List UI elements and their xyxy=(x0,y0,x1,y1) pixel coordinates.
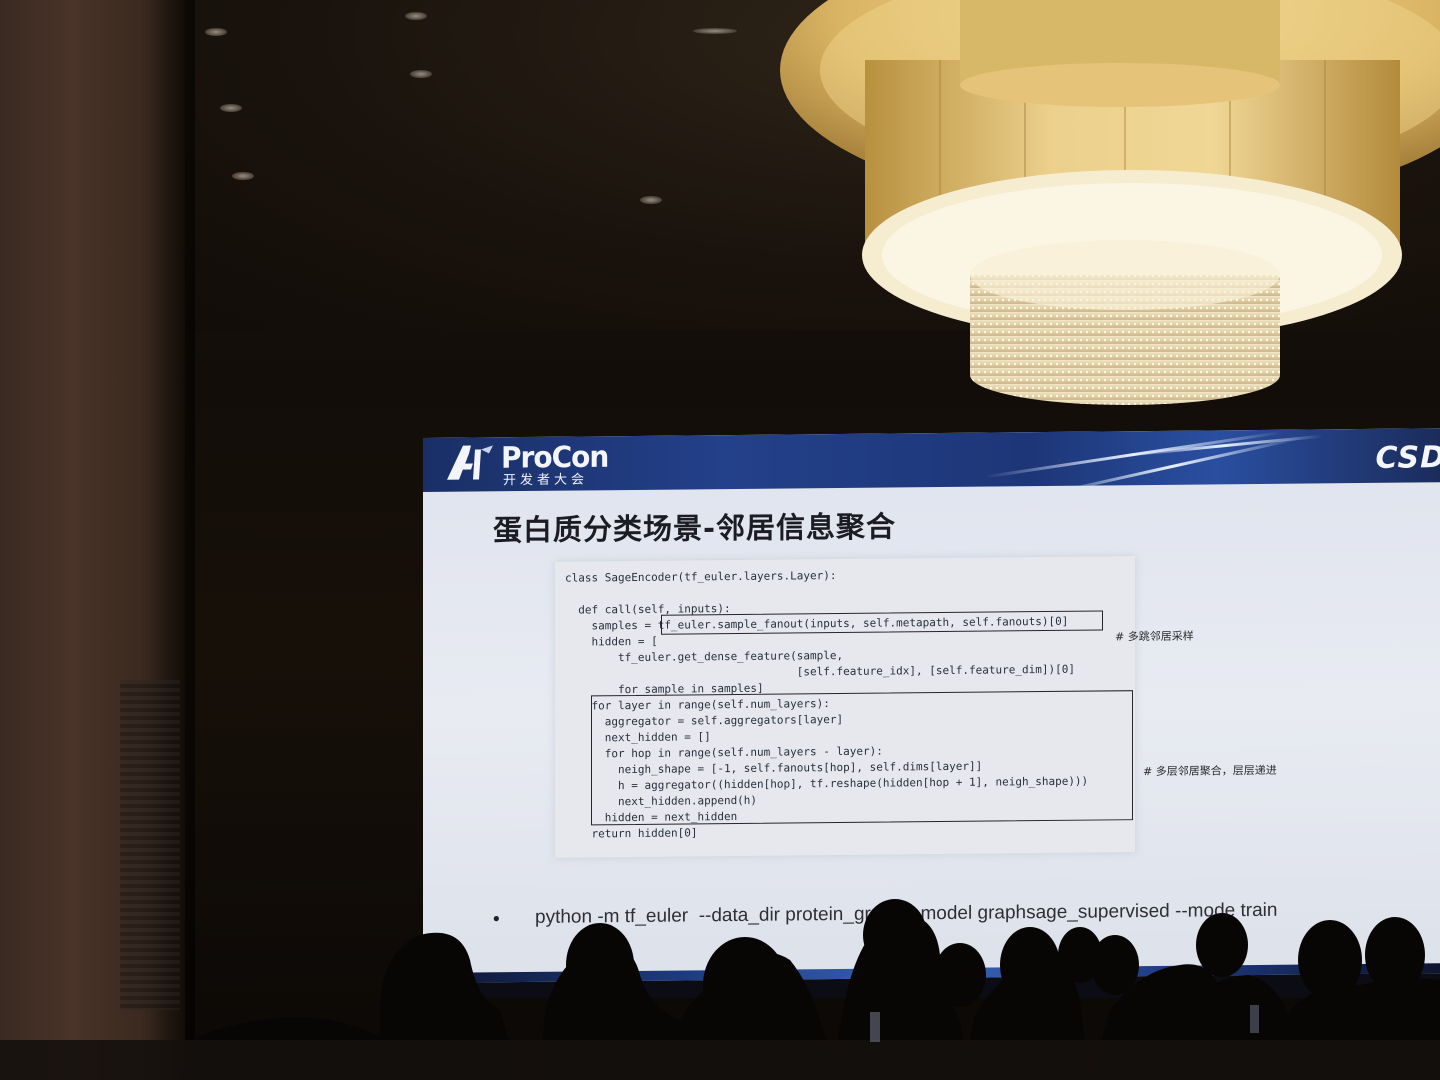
audience-head xyxy=(180,1017,420,1080)
ceiling-spotlight xyxy=(220,104,242,112)
water-bottle xyxy=(1250,1005,1259,1033)
ceiling-spotlight xyxy=(410,70,432,78)
ceiling-spotlight xyxy=(405,12,427,20)
slide-title: 蛋白质分类场景-邻居信息聚合 xyxy=(493,509,897,548)
sampling-comment: # 多跳邻居采样 xyxy=(1115,629,1194,644)
aggregation-highlight-box xyxy=(591,690,1133,826)
code-line: [self.feature_idx], [self.feature_dim])[… xyxy=(565,662,1075,681)
presentation-slide: ProCon 开发者大会 CSD 蛋白质分类场景-邻居信息聚合 class Sa… xyxy=(423,428,1440,984)
code-line: class SageEncoder(tf_euler.layers.Layer)… xyxy=(565,569,837,585)
left-wall-shadow xyxy=(150,0,195,1080)
code-line: hidden = [ xyxy=(565,634,658,649)
csdn-logo-text: CSD xyxy=(1375,440,1440,476)
chandelier xyxy=(780,0,1440,405)
procon-logo-subtitle: 开发者大会 xyxy=(503,472,589,489)
slide-header-banner: ProCon 开发者大会 CSD xyxy=(423,428,1440,492)
ceiling-spotlight xyxy=(640,196,662,204)
code-line: return hidden[0] xyxy=(565,826,698,841)
water-bottle xyxy=(870,1012,880,1042)
ai-logo-icon xyxy=(447,445,493,480)
ceiling-spotlight xyxy=(232,172,254,180)
aggregation-comment: # 多层邻居聚合，层层递进 xyxy=(1143,763,1277,779)
code-line: tf_euler.get_dense_feature(sample, xyxy=(565,648,844,665)
sampling-highlight-box xyxy=(661,610,1103,635)
stage-speaker-grille xyxy=(120,680,180,1010)
ceiling-spotlight xyxy=(205,28,227,36)
slide-footer-banner xyxy=(423,963,1440,984)
bullet-dot: • xyxy=(491,909,502,931)
code-snippet-panel: class SageEncoder(tf_euler.layers.Layer)… xyxy=(555,556,1135,858)
ceiling-spotlight xyxy=(693,28,737,34)
command-bullet: python -m tf_euler --data_dir protein_gr… xyxy=(535,899,1278,928)
projection-screen: ProCon 开发者大会 CSD 蛋白质分类场景-邻居信息聚合 class Sa… xyxy=(423,428,1440,998)
